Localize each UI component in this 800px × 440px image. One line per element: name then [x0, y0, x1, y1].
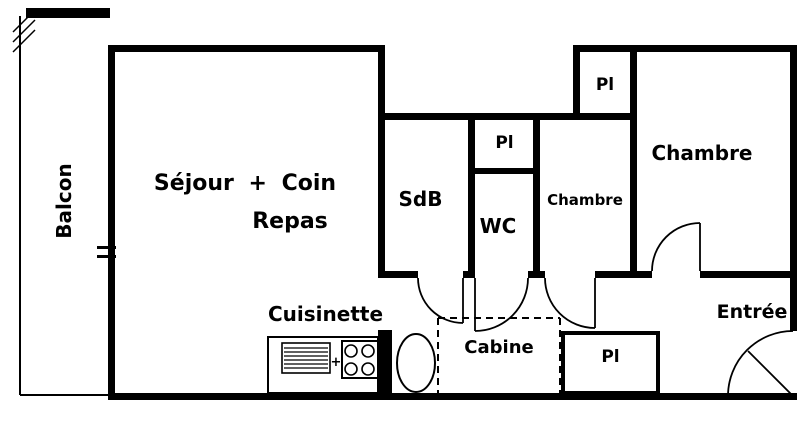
balcony-door-marker: [97, 246, 116, 258]
door-wc: [474, 277, 529, 332]
kitchen-counter: [267, 336, 379, 394]
door-sdb: [417, 277, 464, 324]
kitchen-fixtures: [267, 333, 436, 394]
room-label-sdb: SdB: [398, 187, 443, 211]
room-label-closet-entrance: Pl: [601, 347, 620, 367]
door-chambre-small: [544, 277, 596, 329]
room-label-cabine: Cabine: [464, 337, 534, 358]
cooktop-icon: [341, 340, 379, 379]
room-label-closet-middle: Pl: [495, 133, 514, 153]
balcony-hatch: [12, 13, 36, 53]
room-label-closet-top: Pl: [595, 75, 615, 95]
kitchen-appliance-grille-icon: [281, 342, 331, 374]
room-label-chambre-small: Chambre: [547, 191, 623, 209]
interior-walls: [378, 45, 797, 396]
balcony-outline: [19, 16, 110, 396]
room-label-sejour-line1: Séjour + Coin: [153, 171, 337, 196]
door-arcs: [417, 222, 794, 397]
cabine-dashed-outline: [437, 317, 561, 393]
kitchen-plus-symbol: +: [330, 355, 342, 370]
closet-entrance-box: [561, 331, 660, 395]
door-entrance: [727, 330, 794, 397]
room-label-cuisinette: Cuisinette: [267, 302, 384, 326]
room-label-sejour-line2: Repas: [252, 209, 328, 234]
room-label-balcon: Balcon: [52, 163, 76, 239]
balcony-railing-bar: [26, 8, 110, 18]
room-label-entree: Entrée: [716, 301, 788, 323]
room-label-wc: WC: [479, 214, 517, 238]
door-chambre-large: [651, 222, 701, 272]
room-label-chambre-large: Chambre: [651, 141, 753, 165]
exterior-walls: [108, 45, 797, 400]
water-heater-icon: [396, 333, 436, 393]
